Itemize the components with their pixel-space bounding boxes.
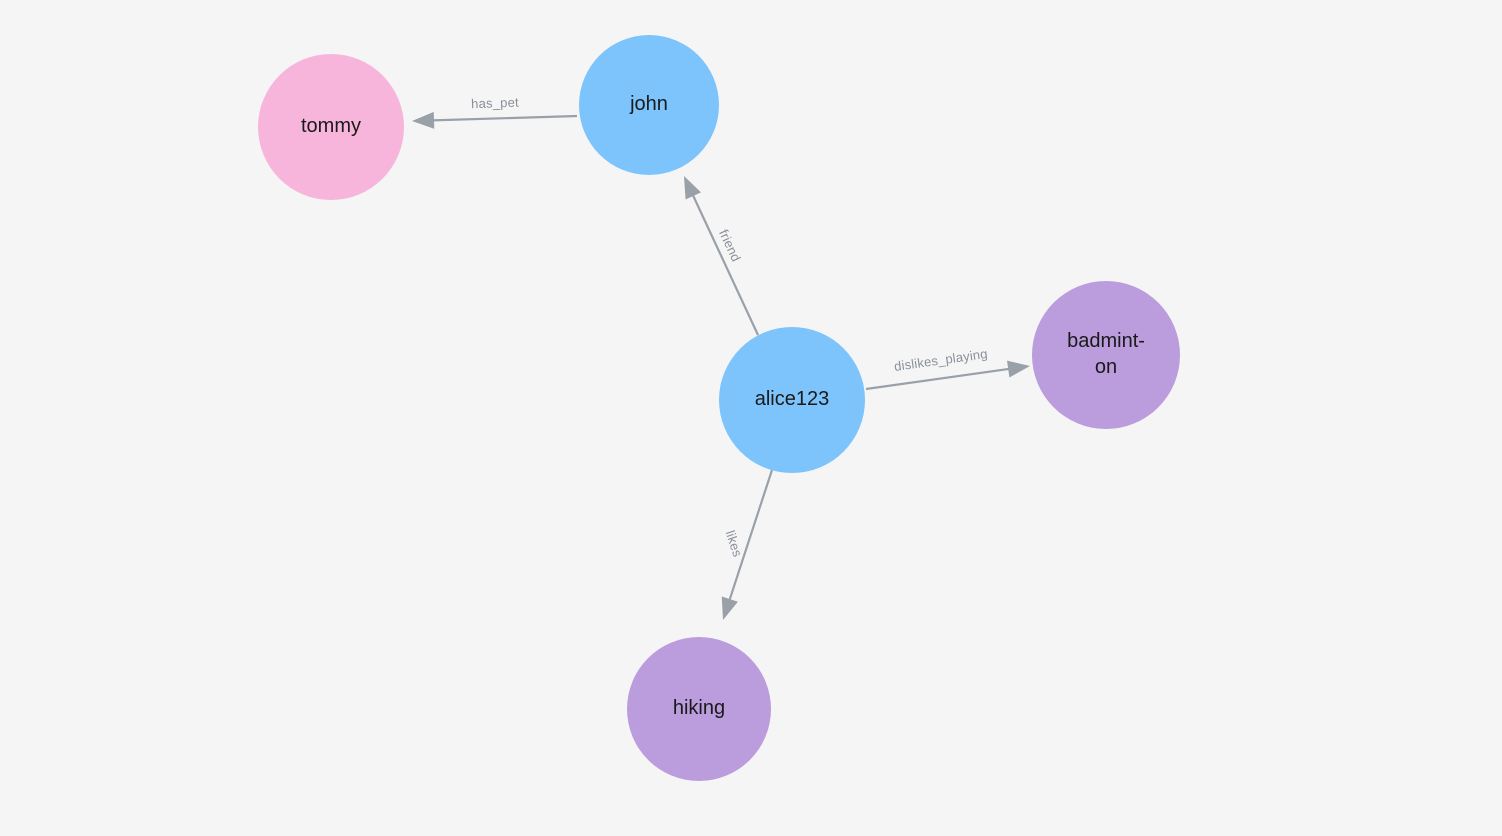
graph-edge[interactable] — [684, 176, 759, 336]
node-label-line: alice123 — [755, 388, 830, 410]
edge-label: has_pet — [471, 95, 519, 112]
edge-arrowhead-icon — [412, 111, 435, 129]
graph-edge[interactable] — [721, 469, 774, 620]
edge-line — [427, 114, 578, 122]
edge-layer — [412, 111, 1030, 620]
node-label: hiking — [673, 697, 725, 719]
node-label-line: tommy — [301, 115, 361, 137]
edge-line — [689, 190, 759, 336]
node-circle[interactable] — [258, 54, 404, 200]
node-circle[interactable] — [627, 637, 771, 781]
node-circle[interactable] — [719, 327, 865, 473]
graph-node-john[interactable]: john — [579, 35, 719, 175]
node-label: tommy — [301, 115, 361, 137]
node-label: badmint-on — [1067, 330, 1145, 378]
edge-label: friend — [716, 227, 744, 264]
edge-arrowhead-icon — [684, 176, 701, 200]
node-label-line: john — [629, 93, 668, 115]
node-circle[interactable] — [1032, 281, 1180, 429]
graph-node-badminton[interactable]: badmint-on — [1032, 281, 1180, 429]
edge-arrowhead-icon — [721, 596, 738, 620]
graph-edge[interactable] — [412, 111, 578, 129]
edge-label: dislikes_playing — [893, 346, 988, 374]
node-layer: tommy john alice123 badmint-on hiking — [258, 35, 1180, 781]
graph-node-hiking[interactable]: hiking — [627, 637, 771, 781]
node-label-line: on — [1095, 356, 1117, 378]
edge-line — [865, 367, 1015, 391]
node-label-line: badmint- — [1067, 330, 1145, 352]
edge-label: likes — [723, 529, 746, 560]
edge-arrowhead-icon — [1007, 360, 1030, 378]
node-label: alice123 — [755, 388, 830, 410]
node-label-line: hiking — [673, 697, 725, 719]
node-circle[interactable] — [579, 35, 719, 175]
graph-node-tommy[interactable]: tommy — [258, 54, 404, 200]
edge-line — [726, 469, 774, 606]
node-label: john — [629, 93, 668, 115]
graph-node-alice123[interactable]: alice123 — [719, 327, 865, 473]
graph-edge[interactable] — [865, 360, 1030, 391]
